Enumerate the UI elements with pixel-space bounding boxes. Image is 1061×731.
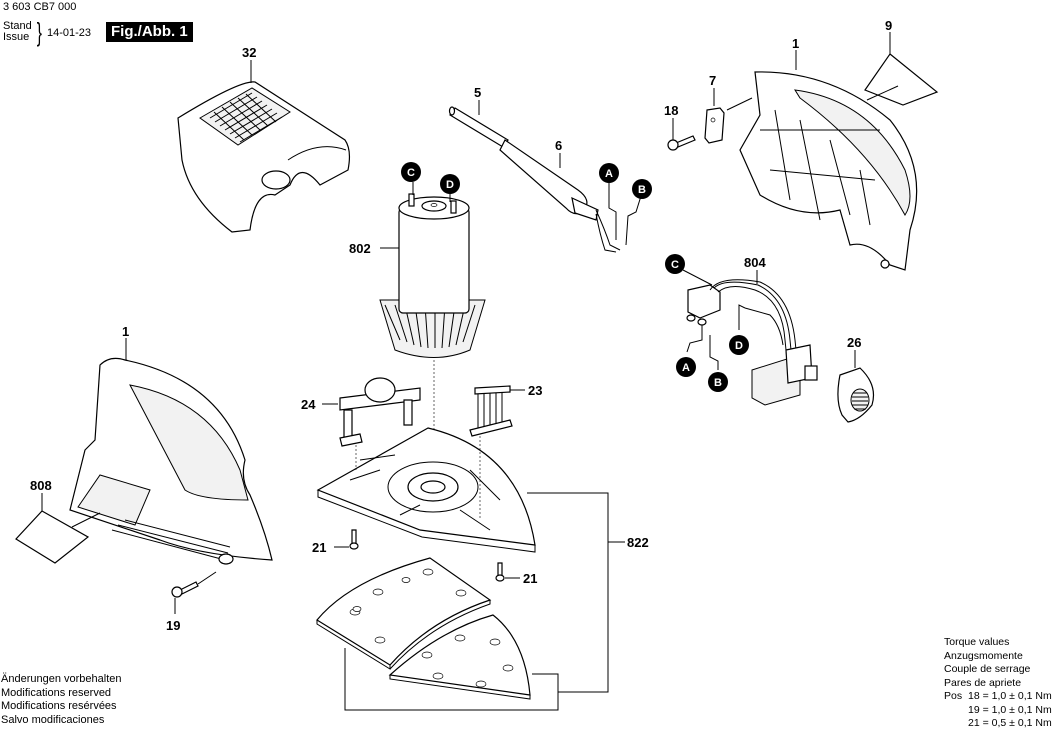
label-21-right: 21 <box>523 571 537 586</box>
sanding-sheet-small[interactable] <box>388 614 531 700</box>
pos-label: Pos <box>944 690 963 702</box>
label-802: 802 <box>349 241 371 256</box>
label-5: 5 <box>474 85 481 100</box>
issue-label: Issue <box>3 31 30 43</box>
leader-a-switch <box>686 325 703 353</box>
leader-c-switch <box>682 269 713 286</box>
sanding-sheet-large[interactable] <box>316 557 492 670</box>
notice-line-fr: Modifications resérvées <box>1 700 117 712</box>
issue-date: 14-01-23 <box>47 27 92 39</box>
stand-label: Stand <box>3 20 32 32</box>
part-21-screw-left[interactable] <box>349 529 359 550</box>
torque-pos: 19 <box>968 703 980 716</box>
connector-c-motor: C <box>401 162 421 182</box>
bracket-822 <box>527 492 609 693</box>
assembly-line-19 <box>197 571 217 585</box>
svg-text:A: A <box>605 168 613 180</box>
connector-d-motor: D <box>440 174 460 194</box>
svg-text:B: B <box>638 184 646 196</box>
label-19: 19 <box>166 618 180 633</box>
part-18-screw[interactable] <box>667 135 696 151</box>
connector-a-cable: A <box>599 163 619 183</box>
part-804-switch[interactable] <box>686 279 818 406</box>
part-1-housing-right[interactable] <box>739 71 918 271</box>
label-7: 7 <box>709 73 716 88</box>
assembly-line-7 <box>726 97 753 111</box>
torque-values-table: Torque values Anzugsmomente Couple de se… <box>944 636 1052 731</box>
part-19-screw[interactable] <box>171 581 199 598</box>
part-808-label[interactable] <box>15 510 101 564</box>
brace-symbol: } <box>36 17 42 47</box>
label-18: 18 <box>664 103 678 118</box>
notice-line-es: Salvo modificaciones <box>1 713 105 726</box>
connector-a-switch: A <box>676 357 696 377</box>
notice-line-de: Änderungen vorbehalten <box>1 673 122 685</box>
svg-text:C: C <box>407 167 415 179</box>
label-32: 32 <box>242 45 256 60</box>
torque-value: = 0,5 ± 0,1 Nm <box>982 717 1052 729</box>
svg-text:D: D <box>735 340 743 352</box>
label-9: 9 <box>885 18 892 33</box>
part-23-holder[interactable] <box>469 385 513 437</box>
label-26: 26 <box>847 335 861 350</box>
label-23: 23 <box>528 383 542 398</box>
leader-a-cable <box>608 180 617 240</box>
connector-b-cable: B <box>632 179 652 199</box>
torque-title-es: Pares de apriete <box>944 676 1022 689</box>
leader-b-cable <box>625 195 642 246</box>
stand-issue-label: Stand Issue <box>3 21 32 43</box>
torque-title-de: Anzugsmomente <box>944 649 1023 662</box>
label-24: 24 <box>301 397 316 412</box>
part-6-cable-guard[interactable] <box>499 139 621 253</box>
leader-b-switch <box>709 335 719 370</box>
base-plate[interactable] <box>316 427 536 553</box>
torque-pos: 18 <box>968 690 980 702</box>
label-804: 804 <box>744 255 766 270</box>
connector-b-switch: B <box>708 372 728 392</box>
notice-line-en: Modifications reserved <box>1 686 112 699</box>
part-32-dust-cover[interactable] <box>177 81 351 233</box>
leader-d-switch <box>738 304 746 330</box>
svg-text:A: A <box>682 362 690 374</box>
torque-value: = 1,0 ± 0,1 Nm <box>982 690 1052 702</box>
svg-text:D: D <box>446 179 454 191</box>
part-21-screw-right[interactable] <box>495 562 505 582</box>
torque-row: Pos 18 = 1,0 ± 0,1 Nm <box>944 690 1052 704</box>
torque-pos: 21 <box>968 717 980 729</box>
torque-row: 19 = 1,0 ± 0,1 Nm <box>944 704 1052 718</box>
torque-value: = 1,0 ± 0,1 Nm <box>982 703 1052 716</box>
part-24-bracket[interactable] <box>339 377 421 447</box>
torque-row: 21 = 0,5 ± 0,1 Nm <box>944 717 1052 731</box>
torque-title-en: Torque values <box>944 636 1010 648</box>
svg-text:C: C <box>671 259 679 271</box>
bracket-822-sheets <box>344 648 559 711</box>
part-802-motor[interactable] <box>379 193 486 358</box>
label-21-left: 21 <box>312 540 326 555</box>
torque-title-fr: Couple de serrage <box>944 663 1031 675</box>
label-6: 6 <box>555 138 562 153</box>
figure-label: Fig./Abb. 1 <box>106 22 193 42</box>
part-1-housing-left[interactable] <box>69 357 273 565</box>
label-808: 808 <box>30 478 52 493</box>
svg-text:B: B <box>714 377 722 389</box>
label-1-left: 1 <box>122 324 129 339</box>
document-number: 3 603 CB7 000 <box>3 1 77 13</box>
connector-d-switch: D <box>729 335 749 355</box>
modifications-notice: Änderungen vorbehalten Modifications res… <box>1 673 121 727</box>
part-26-knob[interactable] <box>837 367 875 423</box>
connector-c-switch: C <box>665 254 685 274</box>
label-1-right: 1 <box>792 36 799 51</box>
label-822: 822 <box>627 535 649 550</box>
part-9-label[interactable] <box>864 53 939 106</box>
part-7-clamp[interactable] <box>704 107 725 144</box>
filter-grid <box>209 92 283 143</box>
